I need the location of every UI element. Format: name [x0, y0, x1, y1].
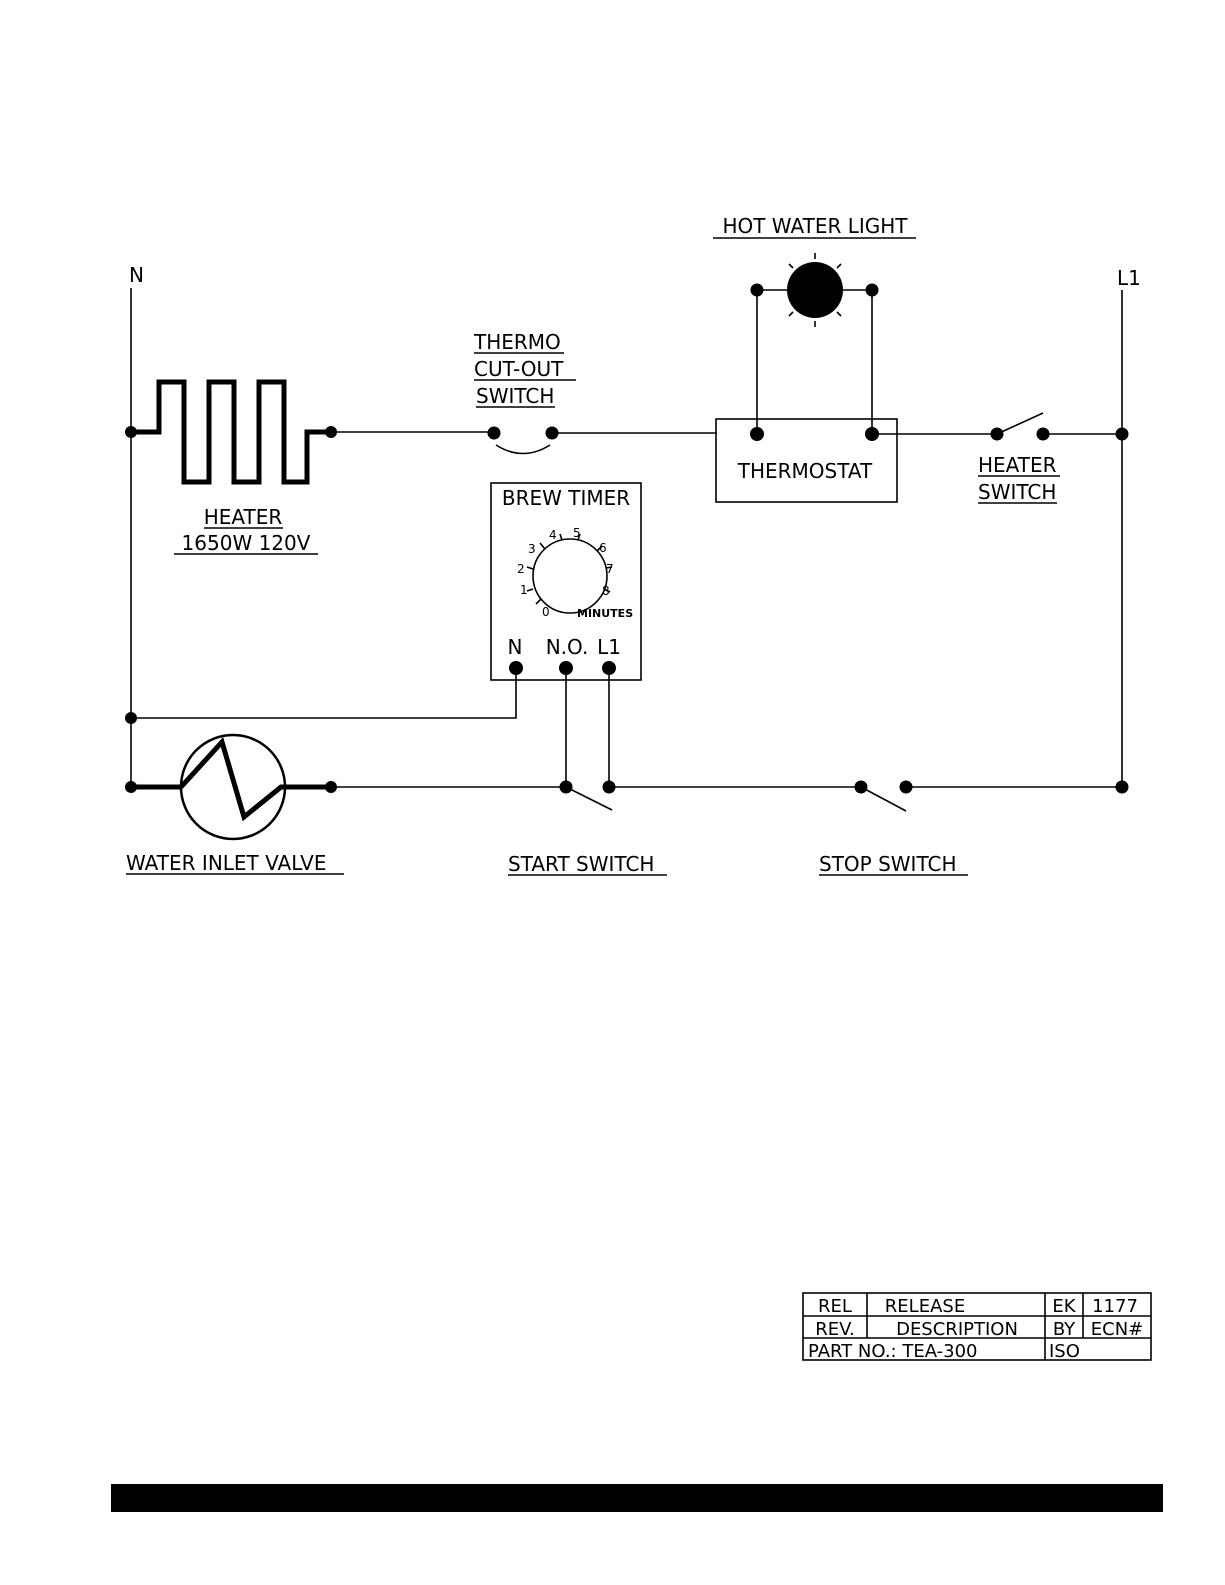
title-block-release: RELEASE [885, 1296, 965, 1317]
brew-timer-title: BREW TIMER [502, 486, 630, 510]
dial-number-6: 6 [599, 541, 607, 555]
timer-terminal-label-no: N.O. [546, 635, 589, 659]
title-block-ecn-value: 1177 [1092, 1296, 1138, 1317]
dial-number-7: 7 [606, 562, 614, 576]
dial-number-8: 8 [602, 584, 610, 598]
thermo-cutout-label-line3: SWITCH [476, 384, 554, 408]
valve-coil-zigzag [181, 742, 331, 817]
footer-bar [111, 1484, 1163, 1512]
title-block-part-number: PART NO.: TEA-300 [808, 1341, 977, 1362]
light-terminal-right [866, 284, 879, 297]
light-terminal-left [751, 284, 764, 297]
neutral-rail-label: N [129, 263, 144, 287]
dial-number-5: 5 [573, 526, 581, 540]
start-switch-label: START SWITCH [508, 852, 654, 876]
timer-terminal-label-n: N [508, 635, 523, 659]
thermo-cutout-label-line1: THERMO [473, 330, 561, 354]
stop-switch-blade [861, 787, 906, 811]
heater-rating-label: 1650W 120V [182, 531, 311, 555]
heater-switch-label-line2: SWITCH [978, 480, 1056, 504]
title-block-ecn-header: ECN# [1091, 1319, 1144, 1340]
heater-element-symbol [131, 382, 331, 482]
title-block-rev-header: REV. [815, 1319, 855, 1340]
title-block-by-header: BY [1053, 1319, 1076, 1340]
dial-number-1: 1 [520, 583, 528, 597]
wire-timer-neutral [131, 668, 516, 718]
line-rail-label: L1 [1117, 266, 1141, 290]
dial-number-2: 2 [517, 562, 525, 576]
thermostat-label: THERMOSTAT [737, 459, 873, 483]
heater-switch-blade [997, 413, 1043, 434]
title-block-rel: REL [818, 1296, 852, 1317]
title-block-iso: ISO [1049, 1341, 1080, 1362]
dial-number-3: 3 [528, 542, 536, 556]
heater-switch-label-line1: HEATER [978, 453, 1057, 477]
title-block-by-value: EK [1052, 1296, 1076, 1317]
stop-switch-label: STOP SWITCH [819, 852, 957, 876]
line-junction-bottom [1116, 781, 1129, 794]
neutral-junction-mid [125, 712, 137, 724]
dial-number-0: 0 [542, 605, 550, 619]
line-junction-top [1116, 428, 1129, 441]
thermo-cutout-label-line2: CUT-OUT [474, 357, 564, 381]
lamp-icon [787, 253, 843, 327]
heater-label: HEATER [204, 505, 283, 529]
water-inlet-valve-label: WATER INLET VALVE [126, 851, 326, 875]
cutout-switch-arc [496, 445, 550, 454]
hot-water-light-label: HOT WATER LIGHT [722, 214, 908, 238]
dial-units-label: MINUTES [577, 607, 633, 620]
timer-terminal-label-l1: L1 [597, 635, 621, 659]
title-block-description-header: DESCRIPTION [896, 1319, 1018, 1340]
dial-number-4: 4 [549, 528, 557, 542]
cutout-terminal-left [488, 427, 501, 440]
